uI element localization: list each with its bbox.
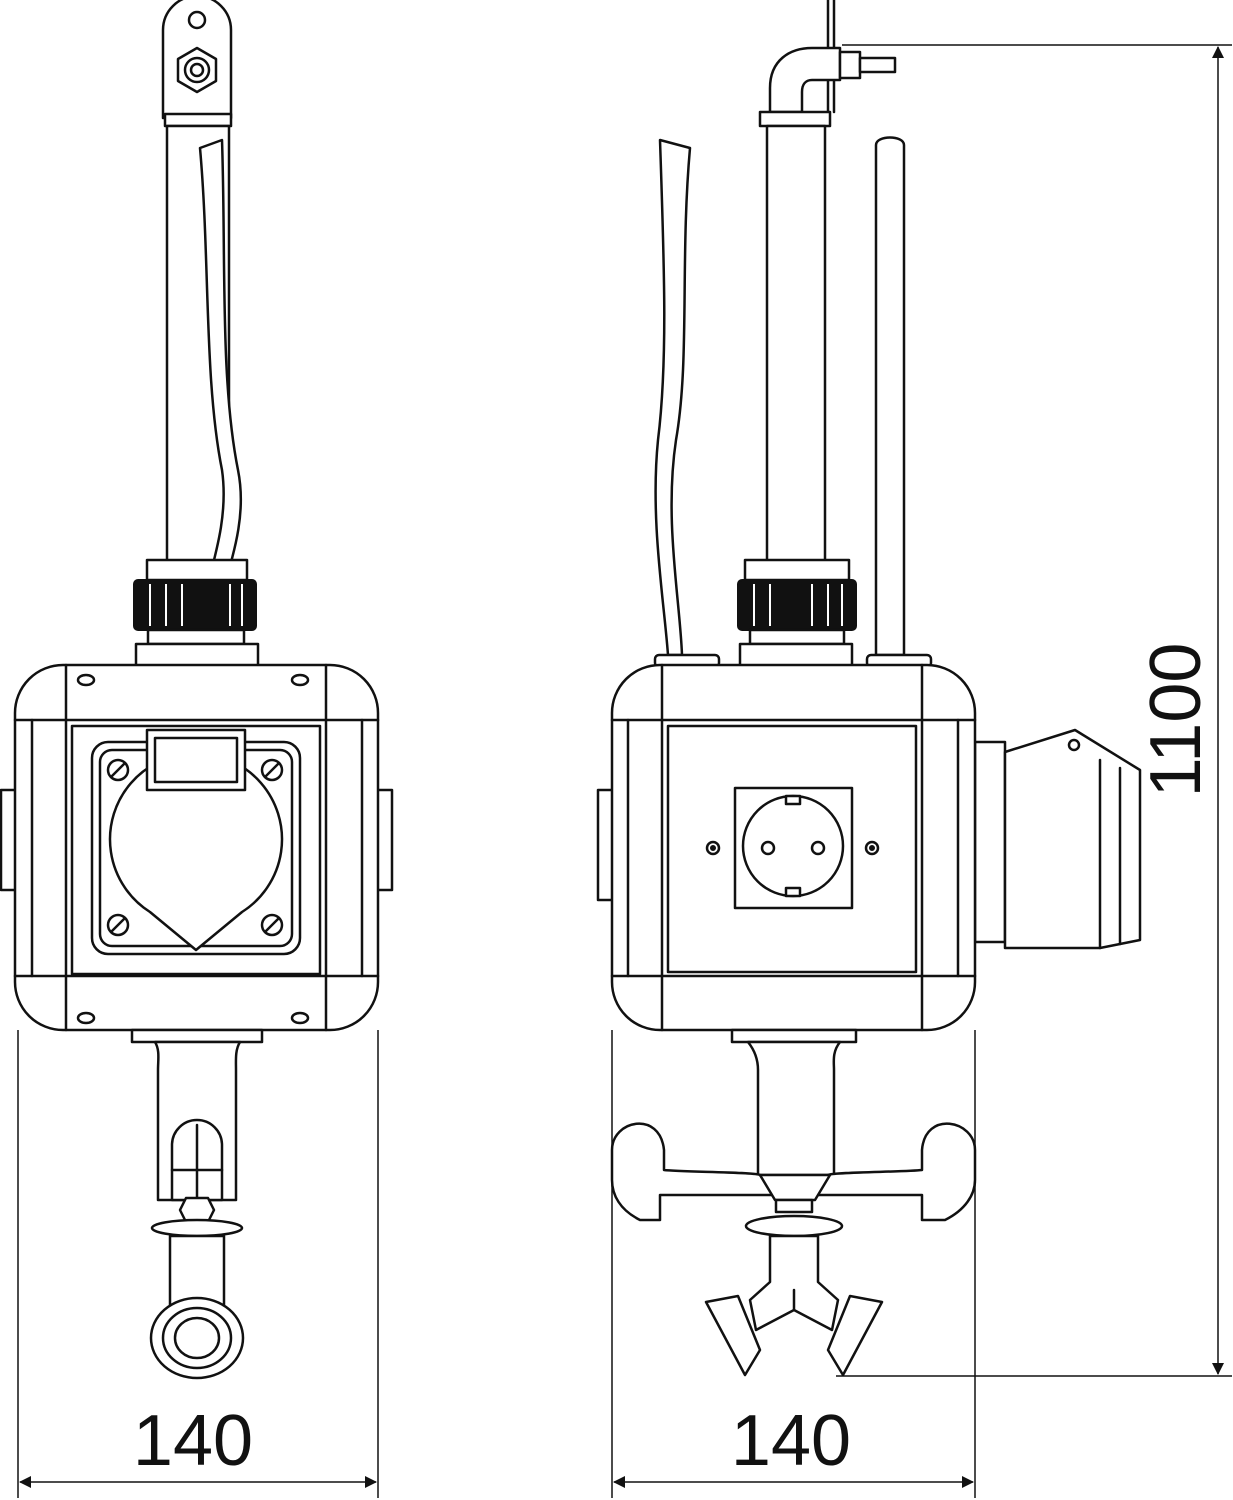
front-width-dimension: 140 <box>133 1401 253 1481</box>
height-dimension: 1100 <box>1136 643 1216 798</box>
side-width-dimension: 140 <box>731 1401 851 1481</box>
cee-socket <box>90 728 302 956</box>
bottom-fitting <box>130 1028 264 1380</box>
cable-left <box>654 138 692 657</box>
bottom-fitting <box>610 1028 977 1377</box>
front-view <box>0 0 394 1380</box>
mounting-bracket <box>161 0 233 128</box>
cable-right <box>874 136 906 657</box>
schuko-socket <box>705 786 880 910</box>
dimension-lines <box>17 44 1232 1498</box>
cee-plug-side <box>973 728 1142 950</box>
screw-icon <box>106 758 284 937</box>
elbow-fitting <box>758 0 897 128</box>
vertical-pipe <box>765 124 827 564</box>
cable-gland <box>653 558 933 669</box>
cable-gland <box>133 558 260 668</box>
side-view <box>596 0 1142 1377</box>
